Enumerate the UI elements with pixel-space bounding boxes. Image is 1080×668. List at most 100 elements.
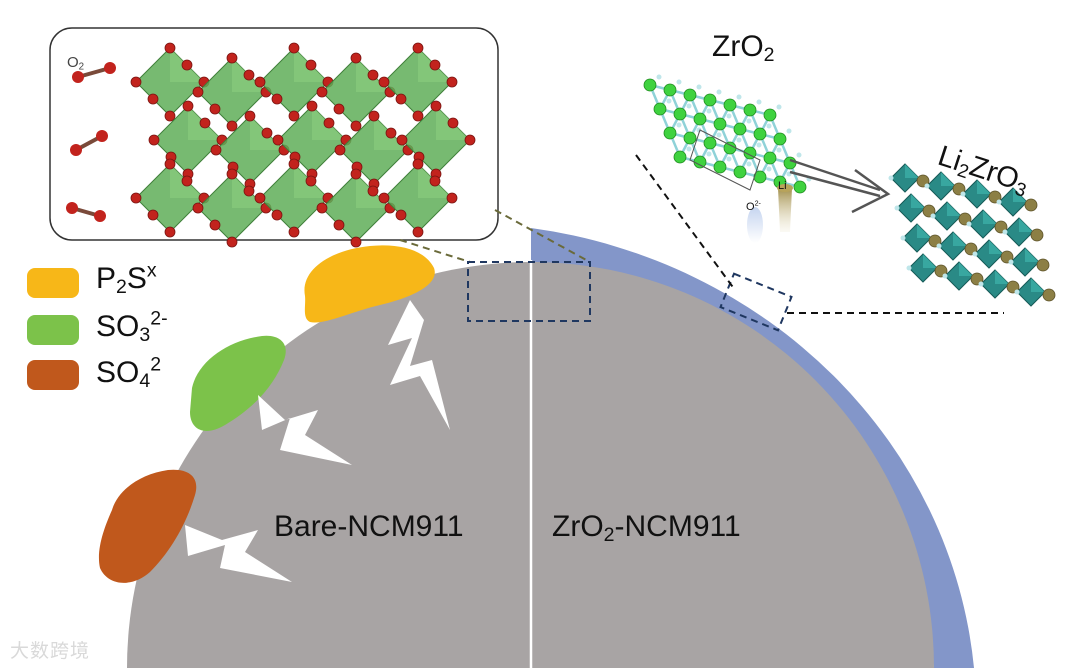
oxygen-atom — [104, 62, 116, 74]
legend-label-so3: SO32- — [96, 307, 168, 346]
oxygen-atom — [972, 251, 978, 257]
oxygen-atom — [350, 236, 362, 248]
oxygen-atom — [316, 86, 328, 98]
zoom-box-left — [467, 261, 591, 322]
oxygen-atom — [261, 127, 273, 139]
oxygen-atom — [656, 74, 662, 80]
oxygen-atom — [130, 192, 142, 204]
zirconium-atom — [653, 102, 667, 116]
oxygen-atom — [271, 93, 283, 105]
oxygen-atom — [447, 117, 459, 129]
oxygen-atom — [430, 100, 442, 112]
oxygen-atom — [334, 144, 346, 156]
oxygen-atom — [396, 134, 408, 146]
zirconium-atom — [703, 93, 717, 107]
oxygen-atom — [147, 209, 159, 221]
oxygen-atom — [900, 235, 906, 241]
zirconium-atom — [683, 131, 697, 145]
oxygen-atom — [164, 226, 176, 238]
oxygen-atom — [736, 94, 742, 100]
zirconium-atom — [663, 83, 677, 97]
so4-deposit — [98, 469, 197, 583]
li2zro3-crystal-structure — [888, 163, 1056, 307]
zirconium-atom — [643, 78, 657, 92]
lithium-ion-top — [777, 184, 793, 192]
zirconium-atom — [723, 141, 737, 155]
zro2-crystal-structure — [643, 74, 812, 194]
oxygen-atom — [894, 205, 900, 211]
p2sx-deposit — [304, 245, 435, 323]
oxygen-atom — [395, 93, 407, 105]
oxygen-atom — [716, 89, 722, 95]
connector-line-left2 — [494, 209, 591, 263]
oxygen-atom — [412, 42, 424, 54]
octahedron-face — [923, 254, 937, 268]
oxygen-atom — [72, 71, 84, 83]
oxygen-atom — [368, 110, 380, 122]
oxygen-atom — [148, 134, 160, 146]
watermark-text: 大数跨境 — [10, 641, 91, 662]
oxygen-atom — [244, 110, 256, 122]
transformation-arrow-icon — [789, 158, 891, 214]
oxygen-atom — [412, 110, 424, 122]
oxygen-atom — [966, 221, 972, 227]
oxygen-atom — [66, 202, 78, 214]
oxygen-atom — [942, 273, 948, 279]
oxygen-atom — [288, 158, 300, 170]
zirconium-atom — [673, 107, 687, 121]
o2-label: O2 — [67, 54, 85, 73]
oxygen-atom — [192, 202, 204, 214]
oxygen-atom — [395, 209, 407, 221]
bare-ncm911-label: Bare-NCM911 — [274, 510, 464, 543]
unit-cell-outline — [689, 129, 761, 191]
oxygen-atom — [1014, 289, 1020, 295]
oxygen-atom — [756, 99, 762, 105]
oxygen-atom — [209, 103, 221, 115]
zirconium-atom — [783, 156, 797, 170]
oxygen-atom — [288, 110, 300, 122]
oxygen-atom — [766, 123, 772, 129]
lightning-bolt-icon — [258, 395, 352, 465]
oxygen-atom — [786, 128, 792, 134]
connector-line-zro2 — [635, 154, 736, 291]
oxygen-atom — [164, 42, 176, 54]
zoom-box-right — [719, 272, 793, 332]
oxygen-atom — [164, 110, 176, 122]
zirconium-atom — [693, 112, 707, 126]
oxygen-atom — [1008, 259, 1014, 265]
octahedron-face — [953, 232, 967, 246]
octahedron-face — [1013, 188, 1027, 202]
octahedron-face — [1031, 278, 1045, 292]
oxygen-atom — [736, 137, 742, 143]
oxygen-atom — [696, 84, 702, 90]
oxygen-atom — [446, 76, 458, 88]
spinel-structure — [130, 42, 476, 248]
lightning-bolt-icon — [185, 525, 292, 582]
oxygen-atom — [766, 166, 772, 172]
oxygen-atom — [226, 120, 238, 132]
oxygen-atom — [288, 226, 300, 238]
octahedron-face — [959, 262, 973, 276]
oxygen-atom — [209, 219, 221, 231]
oxygen-atom — [254, 76, 266, 88]
lithium-atom — [1036, 258, 1050, 272]
oxygen-atom — [930, 213, 936, 219]
oxygen-atom — [464, 134, 476, 146]
oxygen-atom — [429, 175, 441, 187]
oxygen-atom — [412, 158, 424, 170]
legend-swatch-so4 — [27, 360, 79, 390]
oxygen-atom — [776, 104, 782, 110]
oxygen-atom — [412, 226, 424, 238]
oxygen-atom — [888, 175, 894, 181]
oxygen-atom — [367, 185, 379, 197]
lightning-bolt-icon — [388, 300, 450, 430]
zirconium-atom — [713, 117, 727, 131]
legend-label-p2sx: P2Sx — [96, 259, 157, 298]
oxygen-atom — [726, 156, 732, 162]
oxygen-atom — [936, 243, 942, 249]
oxygen-atom — [726, 113, 732, 119]
oxygen-atom — [350, 52, 362, 64]
oxygen-atom — [305, 175, 317, 187]
